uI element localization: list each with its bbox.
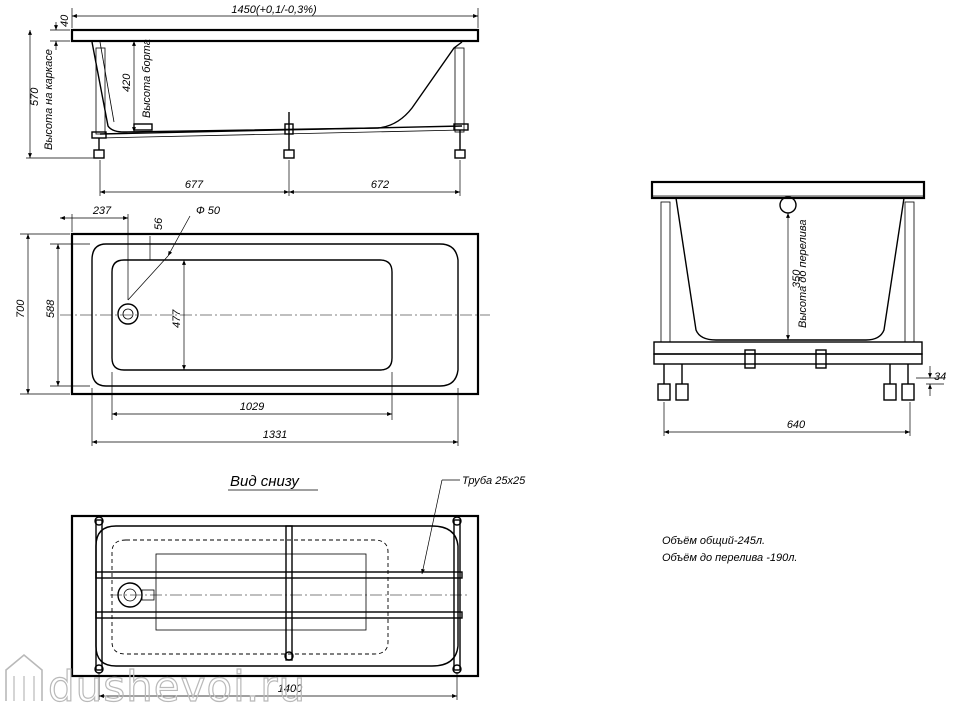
rim-height-value: 420	[121, 73, 133, 92]
foot-offset-label: 34	[934, 371, 946, 383]
top-view: 237 56 Ф 50 700 588 477 1029 1331	[15, 205, 490, 446]
bottom-length-label: 1029	[240, 401, 264, 413]
volume-total-note: Объём общий-245л.	[662, 535, 765, 547]
watermark-text: dushevoi.ru	[48, 662, 306, 705]
bottom-view: Вид снизу Труба 25x25 1400	[70, 473, 526, 700]
leg-span-right-label: 672	[371, 179, 389, 191]
drain-offset-label: 237	[92, 205, 112, 217]
leg-span-left-label: 677	[185, 179, 204, 191]
rim-height-label: Высота борта	[141, 39, 153, 118]
frame-height-value: 570	[29, 87, 41, 106]
end-view: 350 Высота до перелива 34 640	[650, 180, 946, 436]
frame-length-label: 1400	[278, 683, 303, 695]
overflow-height-label: Высота до перелива	[797, 220, 809, 329]
frame-width-label: 640	[787, 419, 806, 431]
outer-width-label: 700	[15, 299, 27, 318]
overflow-height-value: 350	[791, 269, 803, 288]
volume-overflow-note: Объём до перелива -190л.	[662, 552, 798, 564]
bowl-width-label: 588	[45, 299, 57, 318]
shower-house-icon	[5, 653, 43, 701]
watermark: dushevoi.ru	[5, 653, 306, 705]
volume-notes: Объём общий-245л. Объём до перелива -190…	[662, 535, 798, 564]
rim-thickness-label: 40	[59, 14, 71, 27]
drain-gap-label: 56	[153, 217, 165, 230]
pipe-label: Труба 25x25	[462, 475, 526, 487]
frame-height-label: Высота на каркасе	[43, 49, 55, 150]
bottom-view-title: Вид снизу	[230, 473, 300, 490]
overall-length-label: 1450(+0,1/-0,3%)	[231, 4, 317, 16]
bottom-width-label: 477	[171, 309, 183, 328]
bowl-length-label: 1331	[263, 429, 287, 441]
drain-diameter-label: Ф 50	[196, 205, 221, 217]
side-view: 1450(+0,1/-0,3%) 40 570 Высота на каркас…	[26, 4, 480, 196]
